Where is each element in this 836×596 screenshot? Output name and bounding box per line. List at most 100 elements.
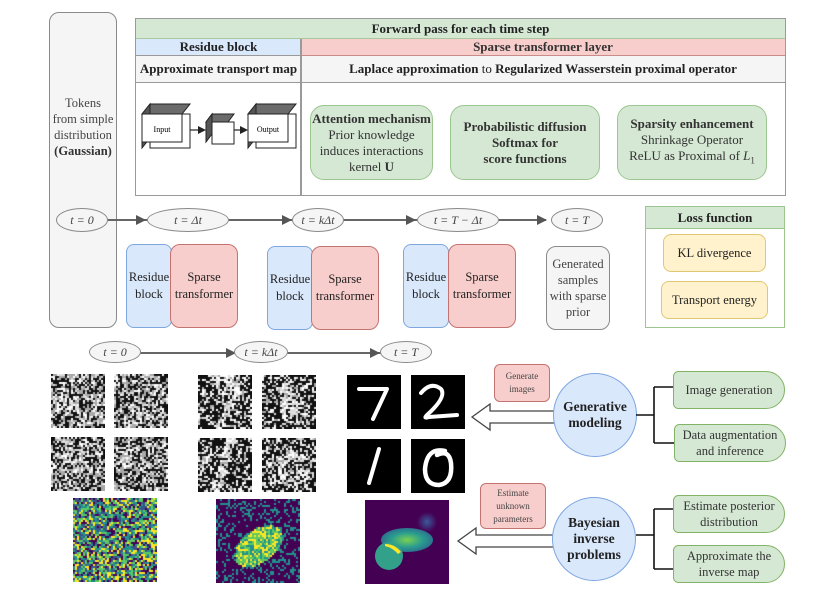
hidden-cube-icon <box>205 112 235 145</box>
arrow-head-icon <box>370 348 380 358</box>
action-text: images <box>509 384 535 394</box>
bayesian-inverse-problems-node: Bayesian inverse problems <box>552 497 636 581</box>
gaussian-noise-sample <box>51 437 105 491</box>
block-text: Residue <box>405 270 447 284</box>
tokens-label: Tokens from simple distribution (Gaussia… <box>49 95 117 159</box>
probabilistic-diffusion-box: Probabilistic diffusion Softmax for scor… <box>450 105 600 180</box>
estimate-posterior-tag: Estimate posterior distribution <box>673 495 785 533</box>
time-step-node: t = 0 <box>56 208 108 232</box>
tokens-line: Tokens <box>65 96 101 110</box>
component-title: Probabilistic diffusion <box>463 118 587 134</box>
partially-denoised-sample <box>198 375 252 429</box>
node-text: modeling <box>568 415 622 430</box>
bracket-connector <box>636 508 674 570</box>
gaussian-noise-sample <box>114 437 168 491</box>
laplace-approximation-label: Laplace approximation to Regularized Was… <box>301 56 785 83</box>
block-text: block <box>135 287 163 301</box>
approximate-inverse-map-tag: Approximate the inverse map <box>673 545 785 583</box>
residue-block: Residue block <box>126 244 172 328</box>
partially-denoised-sample <box>262 375 316 429</box>
gaussian-noise-sample <box>114 374 168 428</box>
block-text: transformer <box>315 289 375 303</box>
use-text: Approximate the <box>686 549 772 563</box>
sparse-transformer-block: Sparse transformer <box>170 244 238 328</box>
component-line: Prior knowledge <box>328 126 415 142</box>
generative-modeling-node: Generative modeling <box>553 373 637 457</box>
residue-block: Residue block <box>403 244 449 328</box>
node-text: problems <box>567 547 621 562</box>
bracket-connector <box>636 386 674 444</box>
image-generation-tag: Image generation <box>673 371 785 409</box>
block-text: block <box>276 289 304 303</box>
generate-images-label: Generate images <box>494 364 550 402</box>
arrow-head-icon <box>226 348 236 358</box>
laplace-text: Laplace approximation <box>349 61 479 76</box>
block-text: Sparse <box>328 272 362 286</box>
residue-block: Residue block <box>267 246 313 330</box>
sparse-transformer-header: Sparse transformer layer <box>301 39 785 56</box>
kl-divergence-box: KL divergence <box>663 234 766 272</box>
sample-time-node: t = 0 <box>89 341 141 363</box>
component-line: kernel <box>348 158 385 174</box>
block-text: block <box>412 287 440 301</box>
to-text: to <box>478 61 496 76</box>
generated-text: Generated <box>552 257 604 271</box>
block-text: Sparse <box>187 270 221 284</box>
arrow-head-icon <box>537 215 547 225</box>
sparse-transformer-block: Sparse transformer <box>448 244 516 328</box>
tokens-line: distribution <box>54 128 112 142</box>
component-line: Shrinkage Operator <box>640 132 744 148</box>
input-label: Input <box>154 125 172 134</box>
node-text: Bayesian <box>568 515 620 530</box>
forward-pass-title: Forward pass for each time step <box>136 19 785 39</box>
block-text: Sparse <box>465 270 499 284</box>
partially-recovered-field <box>216 499 300 583</box>
generated-samples-box: Generated samples with sparse prior <box>546 246 610 330</box>
use-text: inverse map <box>698 565 760 579</box>
partially-denoised-sample <box>262 438 316 492</box>
estimate-parameters-label: Estimate unknown parameters <box>480 483 546 529</box>
use-text: Estimate posterior <box>683 499 775 513</box>
block-text: Residue <box>269 272 311 286</box>
loss-function-title: Loss function <box>646 207 784 229</box>
tokens-line: from simple <box>52 112 114 126</box>
hollow-arrow-left-icon <box>456 526 555 556</box>
use-text: Image generation <box>685 383 773 397</box>
l1-subscript: 1 <box>750 155 755 166</box>
data-augmentation-tag: Data augmentation and inference <box>674 424 786 462</box>
arrow-head-icon <box>282 215 292 225</box>
block-text: transformer <box>174 287 234 301</box>
sparsity-enhancement-box: Sparsity enhancement Shrinkage Operator … <box>617 105 767 180</box>
wasserstein-text: Regularized Wasserstein proximal operato… <box>495 61 737 76</box>
attention-mechanism-box: Attention mechanism Prior knowledge indu… <box>310 105 433 180</box>
generated-mnist-samples <box>347 375 465 493</box>
component-title: Attention mechanism <box>312 110 431 126</box>
action-text: Generate <box>505 371 539 381</box>
use-text: and inference <box>696 444 764 458</box>
sample-time-node: t = T <box>380 341 432 363</box>
hollow-arrow-left-icon <box>470 402 559 432</box>
generated-text: samples <box>557 273 599 287</box>
action-text: Estimate <box>497 487 529 498</box>
use-text: distribution <box>700 515 758 529</box>
tokens-source-box <box>49 12 117 328</box>
gaussian-noise-sample <box>51 374 105 428</box>
recovered-parameter-field <box>365 500 449 584</box>
component-line: score functions <box>483 150 567 166</box>
generated-text: prior <box>565 305 591 319</box>
time-step-node: t = Δt <box>147 208 229 232</box>
sample-time-node: t = kΔt <box>234 341 288 363</box>
block-text: transformer <box>452 287 512 301</box>
node-text: inverse <box>573 531 615 546</box>
use-text: Data augmentation <box>682 428 778 442</box>
mnist-digit-7 <box>347 375 401 429</box>
node-text: Generative <box>563 399 627 414</box>
component-line: induces interactions <box>319 142 424 158</box>
sparse-transformer-block: Sparse transformer <box>311 246 379 330</box>
action-text: unknown <box>496 500 530 511</box>
column-divider <box>300 39 302 195</box>
kernel-symbol: U <box>384 158 395 174</box>
l1-symbol: L <box>743 148 751 164</box>
noisy-prior-field <box>73 498 157 582</box>
output-label: Output <box>257 125 280 134</box>
